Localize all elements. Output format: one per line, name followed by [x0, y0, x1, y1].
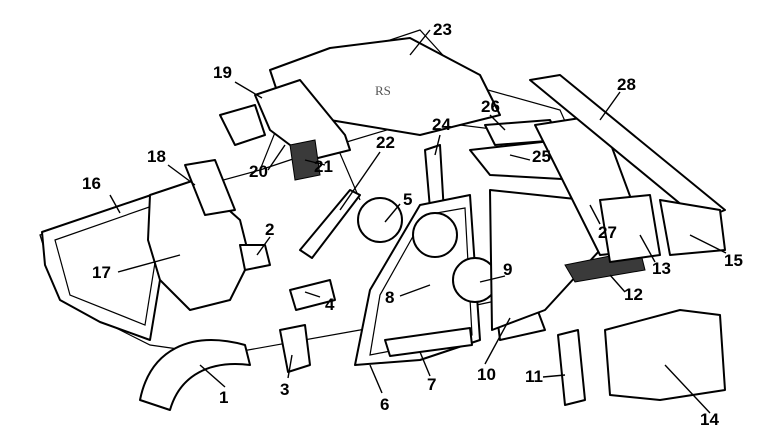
callout-27: 27 — [598, 223, 617, 242]
callout-22: 22 — [376, 133, 395, 152]
callout-12: 12 — [624, 285, 643, 304]
callout-4: 4 — [325, 295, 335, 314]
callout-11: 11 — [525, 367, 543, 386]
callout-13: 13 — [652, 259, 671, 278]
callout-17: 17 — [92, 263, 111, 282]
part-14-insulation-block — [604, 309, 726, 401]
callout-19: 19 — [213, 63, 232, 82]
callout-10: 10 — [477, 365, 496, 384]
part-3-side-bracket — [279, 324, 311, 373]
callout-16: 16 — [82, 174, 101, 193]
part-22-pillar-trim — [299, 189, 361, 259]
callout-5: 5 — [403, 190, 412, 209]
part-18-upper-bracket — [184, 159, 236, 216]
part-20-rear-bracket — [219, 104, 266, 146]
callout-8: 8 — [385, 288, 394, 307]
callout-7: 7 — [427, 375, 436, 394]
callout-1: 1 — [219, 388, 228, 407]
callout-23: 23 — [433, 20, 452, 39]
callout-3: 3 — [280, 380, 289, 399]
part-7-sill-seal — [384, 327, 473, 357]
callout-14: 14 — [700, 410, 719, 429]
part-11-small-bracket — [557, 329, 586, 406]
callout-9: 9 — [503, 260, 512, 279]
callout-6: 6 — [380, 395, 389, 414]
callout-numbers: 1 2 3 4 5 6 7 8 9 10 11 12 13 14 15 16 1… — [82, 20, 743, 429]
rear-door-frame — [489, 189, 601, 331]
callout-15: 15 — [724, 251, 743, 270]
part-5-grommet — [357, 197, 403, 243]
part-28-rear-shelf — [529, 74, 726, 221]
part-15-rear-panel — [659, 199, 726, 256]
callout-20: 20 — [249, 162, 268, 181]
callout-25: 25 — [532, 147, 551, 166]
part-2-small-panel — [239, 244, 271, 271]
callout-18: 18 — [147, 147, 166, 166]
callout-24: 24 — [432, 115, 451, 134]
callout-26: 26 — [481, 97, 500, 116]
part-5-grommet-b — [412, 212, 458, 258]
leader-lines — [109, 29, 727, 414]
callout-2: 2 — [265, 220, 274, 239]
part-19-rear-pillar-panel — [254, 79, 351, 161]
callout-28: 28 — [617, 75, 636, 94]
part-1-wheel-arch-liner — [139, 339, 251, 411]
callout-21: 21 — [314, 157, 333, 176]
roof-plate-text: RS — [375, 83, 391, 98]
